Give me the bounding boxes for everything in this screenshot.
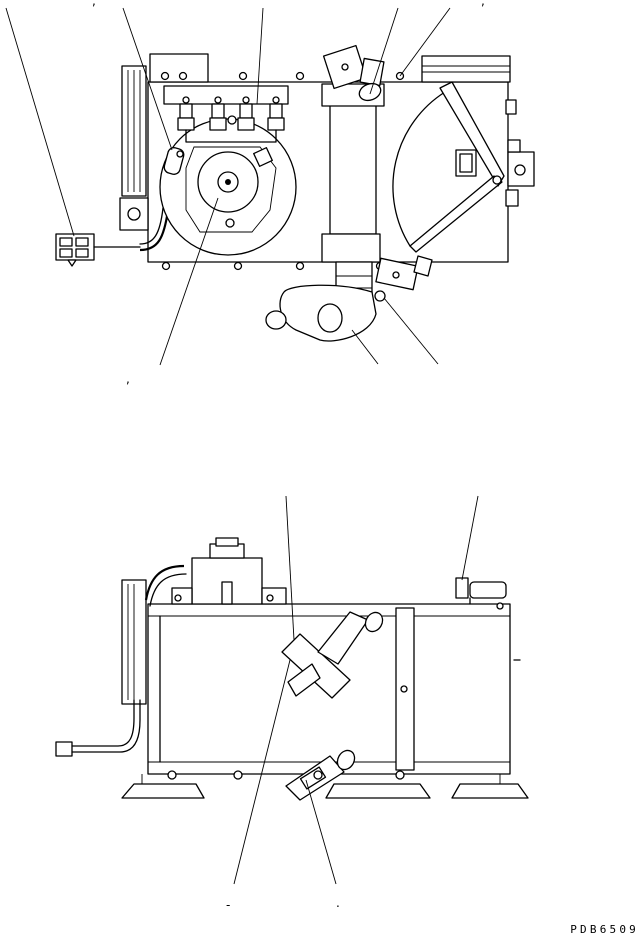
side-leader-lines [233,495,479,885]
mark-top-left: , [92,0,96,8]
outlet-pipe [265,255,433,342]
mark-mid-left: , [126,372,130,386]
hose-clip-top [163,147,185,175]
side-bolts [167,770,405,780]
manifold [163,85,289,143]
side-view-assembly [55,495,529,885]
mounting-feet [121,774,529,799]
damper-door [392,81,535,253]
drawing-code: PDB6509 [570,923,639,936]
top-leader-lines [5,7,451,366]
left-filter-panel [119,65,149,231]
mark-top-right: , [481,0,485,8]
side-wire-connector [55,699,141,757]
blower-fan [159,118,297,256]
side-filter-panel [121,564,187,705]
vertical-duct [321,44,385,263]
blower-motor-top [171,537,287,605]
side-right-fittings [455,577,521,661]
top-view-assembly [5,7,535,366]
top-mount-right [421,55,511,83]
mark-bottom-2: . [336,896,340,910]
top-mount-left [149,53,209,83]
mark-bottom-1: - [226,898,231,912]
